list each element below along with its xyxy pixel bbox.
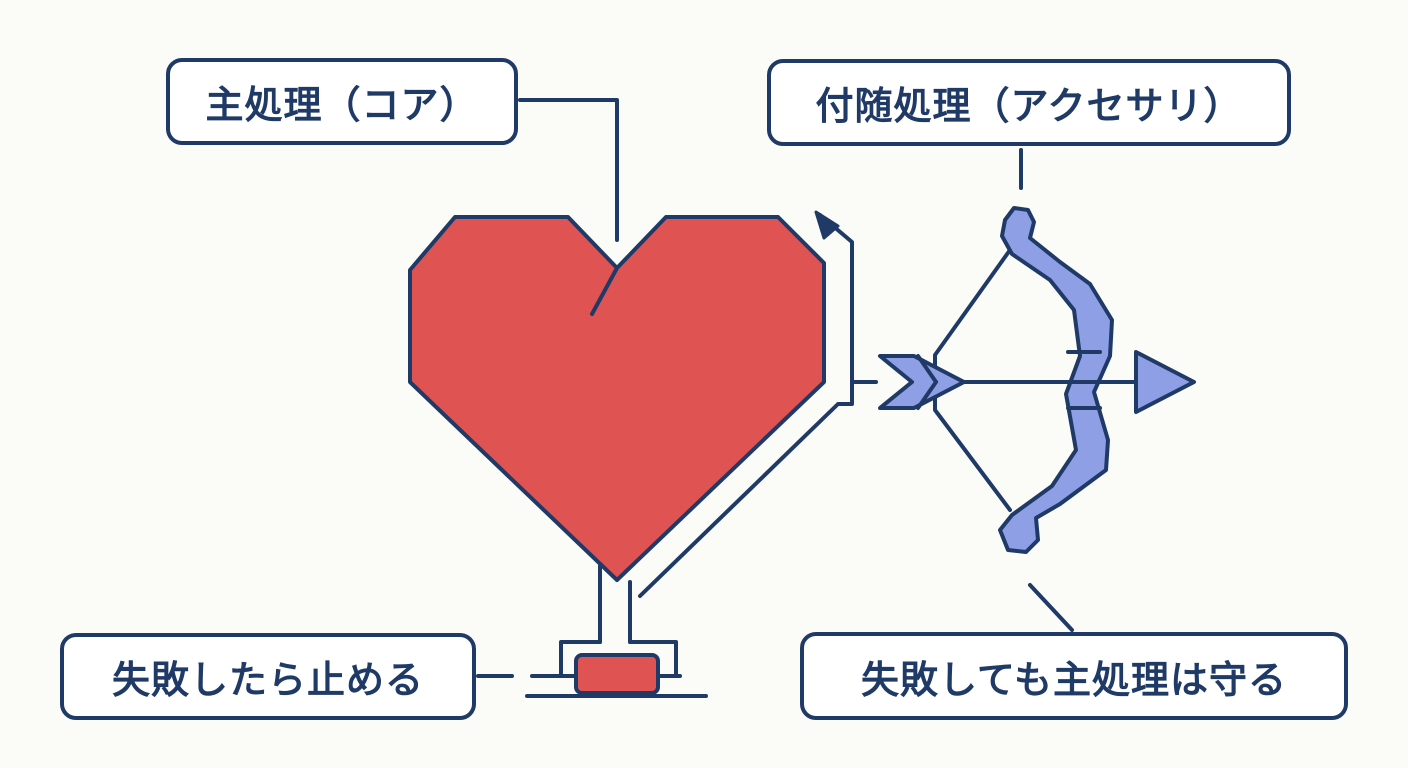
connector-protect-label bbox=[1028, 583, 1074, 632]
protect-core-label: 失敗しても主処理は守る bbox=[800, 632, 1348, 720]
connector-core-label bbox=[518, 98, 619, 242]
heart-icon bbox=[408, 215, 826, 582]
heart-base bbox=[525, 564, 708, 698]
accessory-process-label: 付随処理（アクセサリ） bbox=[767, 59, 1291, 146]
core-process-label: 主処理（コア） bbox=[166, 58, 518, 145]
stop-on-failure-text: 失敗したら止める bbox=[111, 658, 424, 702]
stop-on-failure-label: 失敗したら止める bbox=[60, 633, 476, 720]
accessory-process-text: 付随処理（アクセサリ） bbox=[815, 84, 1243, 128]
protect-core-text: 失敗しても主処理は守る bbox=[861, 657, 1287, 702]
core-process-text: 主処理（コア） bbox=[205, 83, 479, 127]
shield-path bbox=[638, 210, 878, 598]
bow-and-arrow-icon bbox=[878, 206, 1196, 554]
